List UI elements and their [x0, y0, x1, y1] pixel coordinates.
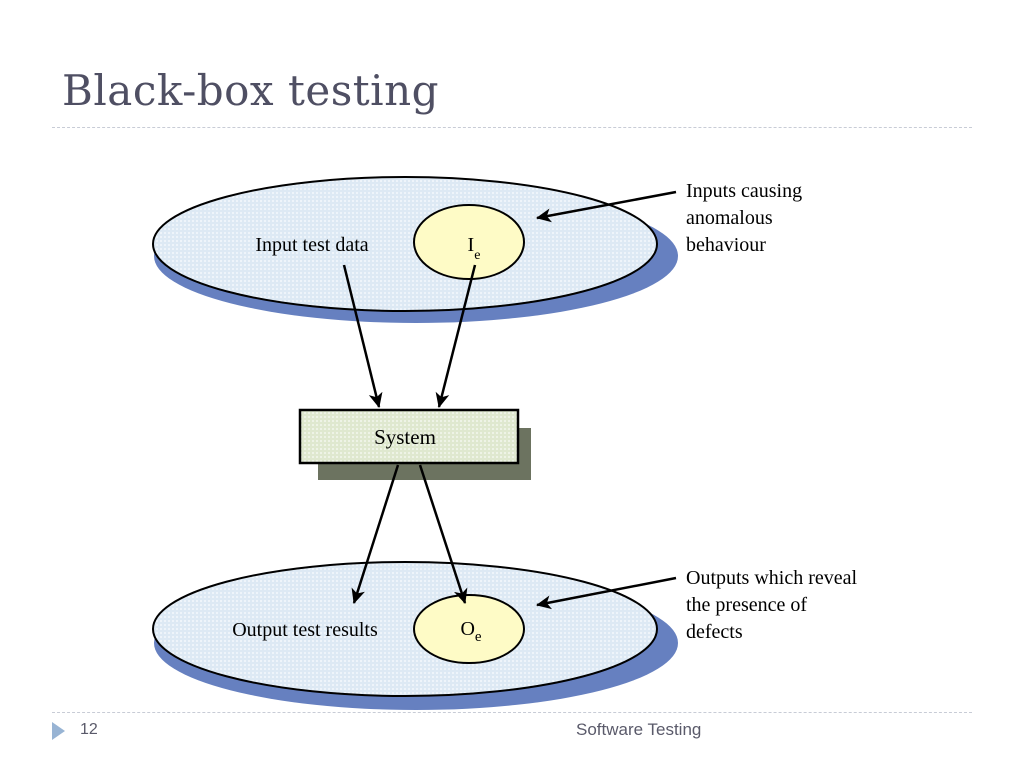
input-subset-ellipse — [413, 204, 525, 280]
arrow-system-to-output-1 — [351, 464, 400, 604]
input-annotation-line-1: Inputs causing — [686, 180, 802, 202]
output-annotation-pointer — [536, 576, 677, 610]
input-set-label: Input test data — [255, 234, 368, 256]
output-annotation-line-2: the presence of — [686, 594, 807, 616]
arrow-input-to-system-2 — [435, 264, 477, 408]
arrow-system-to-output-2 — [418, 464, 468, 604]
input-annotation-line-2: anomalous — [686, 207, 773, 229]
input-set-ellipse — [152, 176, 658, 312]
footer-title: Software Testing — [576, 720, 702, 739]
output-set-ellipse — [152, 561, 658, 697]
page-number: 12 — [80, 721, 98, 738]
output-set: Output test results Oe — [152, 561, 678, 710]
system-box: System — [298, 408, 531, 480]
slide-title: Black-box testing — [62, 66, 440, 115]
system-rect — [298, 408, 520, 465]
output-subset-ellipse — [413, 594, 525, 664]
input-subset-subscript: e — [474, 248, 480, 263]
output-set-label: Output test results — [232, 619, 378, 641]
arrow-input-to-system-1 — [342, 264, 383, 408]
footer-triangle-icon — [52, 722, 65, 740]
input-subset-label: Ie — [468, 234, 481, 263]
footer-divider — [52, 712, 972, 713]
input-set: Input test data Ie — [152, 176, 678, 323]
output-annotation: Outputs which reveal the presence of def… — [686, 567, 862, 643]
input-annotation-pointer — [536, 190, 677, 223]
system-label: System — [374, 425, 436, 449]
output-annotation-line-1: Outputs which reveal — [686, 567, 858, 589]
output-subset-label: Oe — [460, 618, 481, 645]
input-annotation-line-3: behaviour — [686, 234, 766, 256]
title-divider — [52, 127, 972, 128]
input-annotation: Inputs causing anomalous behaviour — [686, 180, 807, 256]
output-annotation-line-3: defects — [686, 621, 743, 643]
output-subset-subscript: e — [475, 629, 482, 645]
